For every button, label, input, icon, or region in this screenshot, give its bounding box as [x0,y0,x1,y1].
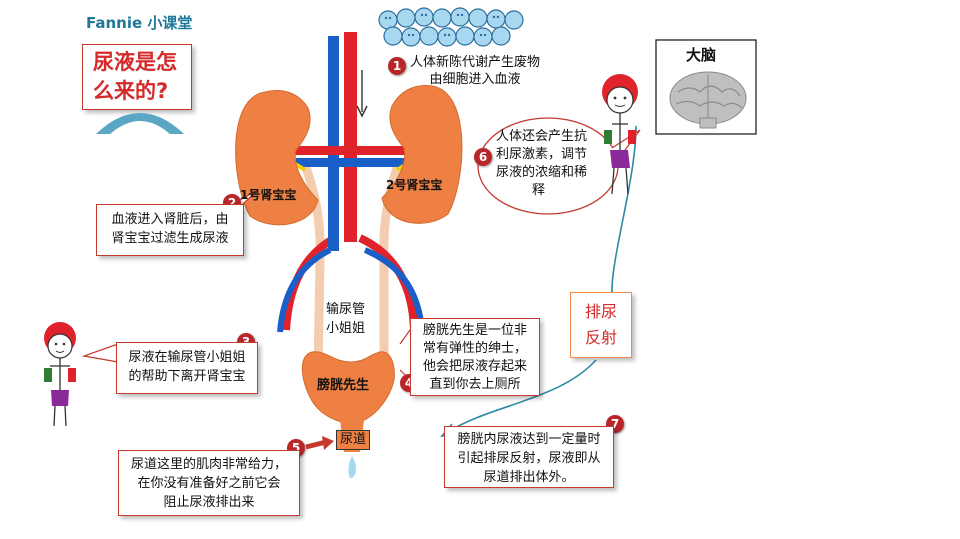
child-figure-left [44,322,76,427]
kidney-left-shape [235,90,319,226]
kidney-left-label: 1号肾宝宝 [240,188,297,202]
kidney-right-shape [381,85,463,224]
step-2-line-2: 肾宝宝过滤生成尿液 [111,231,229,246]
renal-vein [296,158,406,167]
brain-icon [669,71,747,129]
step-4-line-1: 膀胱先生是一位非 [422,323,527,338]
renal-artery [290,146,410,155]
step-1-text: 人体新陈代谢产生废物 由细胞进入血液 [410,54,540,88]
title-arch [96,113,184,134]
step-badge-6: 6 [474,148,492,166]
step-4-line-3: 他会把尿液存起来 [422,359,527,374]
arrow-step5 [305,439,327,450]
reflex-label-line-1: 排尿 [584,302,617,321]
step-5-line-3: 阻止尿液排出来 [163,495,255,510]
step-2-box: 血液进入肾脏后，由 肾宝宝过滤生成尿液 [96,204,244,256]
kidney-right-label: 2号肾宝宝 [386,178,443,192]
step-6-line-3: 尿液的浓缩和稀 [496,165,588,180]
step-5-box: 尿道这里的肌肉非常给力， 在你没有准备好之前它会 阻止尿液排出来 [118,450,300,516]
step-3-box: 尿液在输尿管小姐姐 的帮助下离开肾宝宝 [116,342,258,394]
reflex-label-line-2: 反射 [584,328,617,347]
step-6-text: 人体还会产生抗 利尿激素，调节 尿液的浓缩和稀 释 [496,128,587,200]
ureter-label-line-2: 小姐姐 [326,321,366,336]
aorta [344,32,357,242]
urine-drop [348,456,356,478]
bladder-label: 膀胱先生 [317,378,370,393]
step-5-line-1: 尿道这里的肌肉非常给力， [130,457,287,472]
step-1-line-1: 人体新陈代谢产生废物 [410,55,541,70]
page-title-line-1: 尿液是怎 [93,50,177,74]
brain-label: 大脑 [686,46,717,64]
reflex-label-box: 排尿 反射 [570,292,632,358]
iliac-vein-left [277,247,332,333]
step-7-box: 膀胱内尿液达到一定量时 引起排尿反射，尿液即从 尿道排出体外。 [444,426,614,488]
reflex-curve-bottom [447,359,597,433]
step-4-line-2: 常有弹性的绅士， [422,341,527,356]
step-7-line-1: 膀胱内尿液达到一定量时 [457,432,601,447]
page-title-line-2: 么来的? [93,79,169,103]
step-6-line-4: 释 [532,183,546,198]
vena-cava [328,36,339,251]
step-6-line-1: 人体还会产生抗 [496,129,588,144]
step-badge-1: 1 [388,57,406,75]
step-7-line-2: 引起排尿反射，尿液即从 [457,451,601,466]
urethra-label: 尿道 [336,430,371,450]
step-3-line-1: 尿液在输尿管小姐姐 [128,350,246,365]
step-4-line-4: 直到你去上厕所 [429,377,521,392]
ureter-label: 输尿管 小姐姐 [326,300,365,338]
reflex-curve-top [611,125,637,297]
bladder-shape [301,351,395,424]
child-figure-right [602,74,638,195]
title-card: 尿液是怎 么来的? [82,44,192,110]
step-5-line-2: 在你没有准备好之前它会 [137,476,281,491]
step-3-line-2: 的帮助下离开肾宝宝 [128,369,246,384]
ureter-label-line-1: 输尿管 [326,302,366,317]
blood-cells-icon [378,7,524,47]
step-1-line-2: 由细胞进入血液 [429,72,521,87]
step-4-box: 膀胱先生是一位非 常有弹性的绅士， 他会把尿液存起来 直到你去上厕所 [410,318,540,396]
step-7-line-3: 尿道排出体外。 [483,470,575,485]
step-6-line-2: 利尿激素，调节 [496,147,588,162]
brand-label: Fannie 小课堂 [86,14,193,32]
step-2-line-1: 血液进入肾脏后，由 [111,212,229,227]
